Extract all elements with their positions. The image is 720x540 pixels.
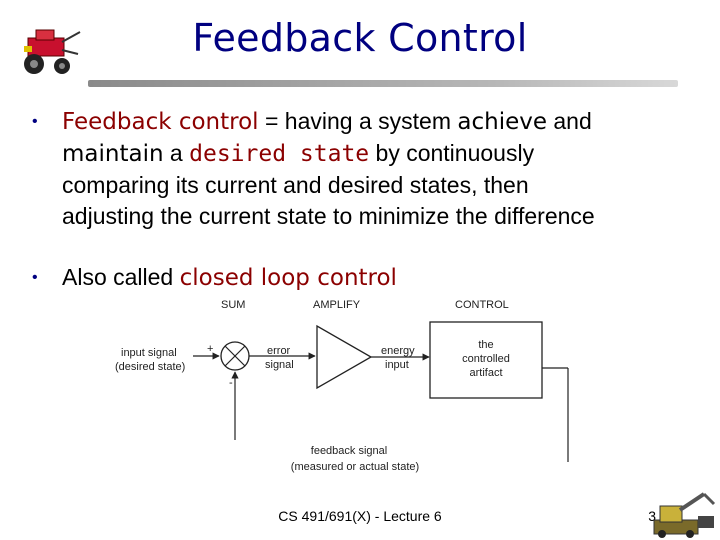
bullet-dot: •	[32, 269, 38, 286]
term-desired-state: desired state	[189, 141, 370, 167]
feedback-loop-diagram: SUM AMPLIFY CONTROL input signal (desire…	[115, 299, 569, 473]
text-segment: by continuously	[369, 140, 535, 166]
text-segment: and	[547, 108, 592, 134]
feedback-signal-label: feedback signal	[311, 445, 387, 457]
minus-sign: -	[229, 377, 233, 389]
amplify-label: AMPLIFY	[313, 299, 361, 311]
artifact-label-2: controlled	[462, 353, 510, 365]
term-closed-loop-control: closed loop control	[179, 265, 397, 291]
text-segment: Also called	[62, 264, 180, 290]
amplifier-triangle	[316, 324, 373, 390]
robot-arm-icon	[653, 492, 716, 538]
bullet-dot: •	[32, 113, 38, 130]
energy-input-label: input	[385, 359, 409, 371]
artifact-label-3: artifact	[469, 367, 502, 379]
term-maintain: maintain	[62, 141, 164, 167]
sum-label: SUM	[221, 299, 245, 311]
text-line: adjusting the current state to minimize …	[62, 203, 595, 229]
slide-title: Feedback Control	[192, 16, 528, 60]
robot-icon	[24, 29, 81, 74]
page-number: 3	[648, 508, 656, 524]
artifact-label-1: the	[478, 339, 493, 351]
error-label: error	[267, 345, 291, 357]
input-signal-label: input signal	[121, 347, 177, 359]
error-signal-label: signal	[265, 359, 294, 371]
control-label: CONTROL	[455, 299, 509, 311]
title-divider	[88, 80, 678, 87]
summing-junction	[220, 341, 250, 371]
text-line: comparing its current and desired states…	[62, 172, 529, 198]
text-segment: a	[163, 140, 190, 166]
slide-footer: CS 491/691(X) - Lecture 6	[278, 508, 442, 524]
energy-label: energy	[381, 345, 415, 357]
plus-sign: +	[207, 343, 213, 355]
desired-state-label: (desired state)	[115, 361, 185, 373]
term-feedback-control: Feedback control	[62, 109, 259, 135]
text-segment: = having a system	[258, 108, 458, 134]
measured-state-label: (measured or actual state)	[291, 461, 419, 473]
term-achieve: achieve	[457, 109, 547, 135]
controlled-artifact-box	[429, 321, 543, 399]
